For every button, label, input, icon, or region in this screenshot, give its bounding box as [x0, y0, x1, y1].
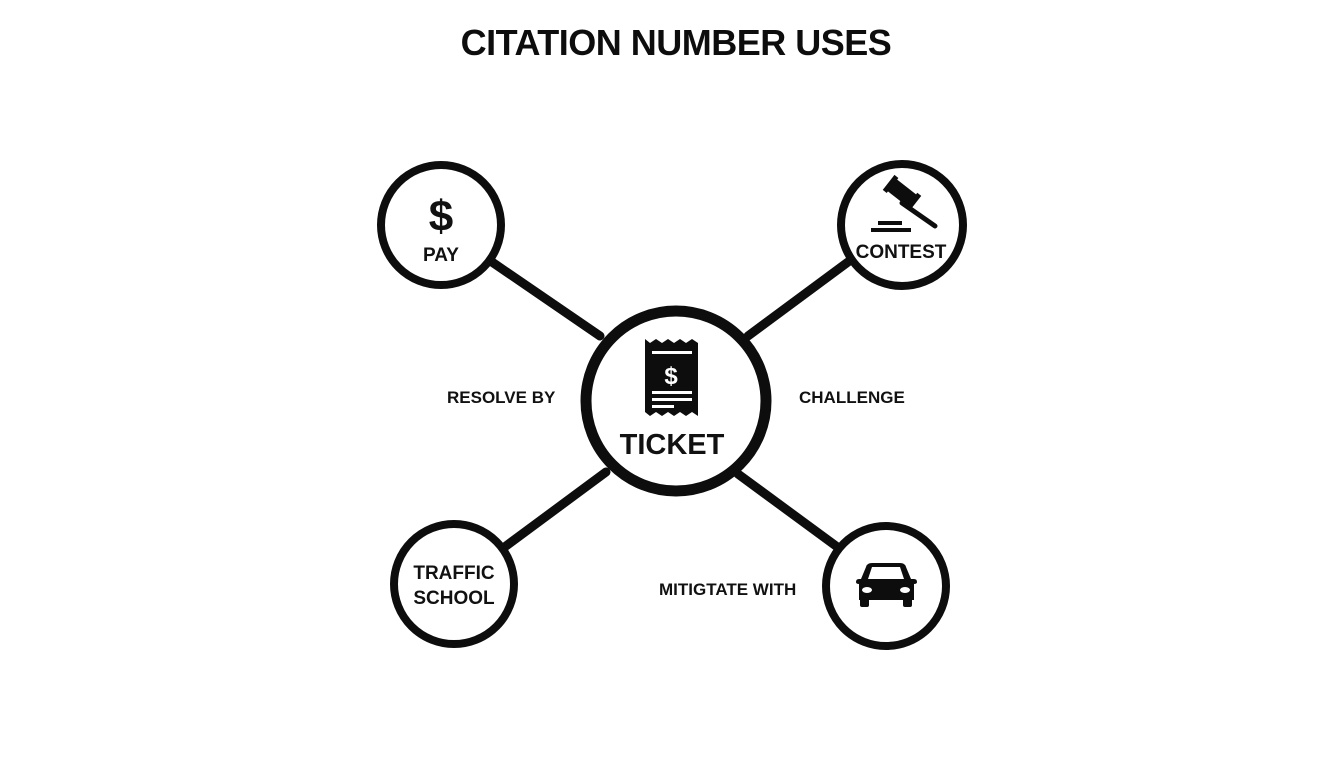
- connectors: [487, 257, 853, 551]
- center-node-ticket: $ TICKET: [580, 305, 772, 497]
- edge-label-mitigate-with: MITIGTATE WITH: [659, 580, 797, 599]
- connector-pay: [487, 257, 605, 341]
- svg-text:$: $: [664, 363, 678, 390]
- dollar-icon: $: [429, 192, 453, 241]
- node-vehicle[interactable]: [822, 522, 950, 650]
- gavel-icon: [871, 174, 938, 232]
- center-label: TICKET: [620, 429, 725, 461]
- receipt-dollar-icon: $: [645, 339, 698, 416]
- connector-traffic-school: [501, 467, 611, 551]
- diagram-title: CITATION NUMBER USES: [460, 22, 892, 63]
- traffic-school-label-line2: SCHOOL: [413, 588, 495, 609]
- connector-contest: [743, 257, 853, 341]
- node-traffic-school[interactable]: TRAFFIC SCHOOL: [390, 520, 518, 648]
- edge-label-challenge: CHALLENGE: [799, 388, 905, 407]
- connector-vehicle: [733, 469, 841, 551]
- contest-label: CONTEST: [856, 242, 947, 263]
- traffic-school-label-line1: TRAFFIC: [413, 563, 495, 584]
- edge-label-resolve-by: RESOLVE BY: [447, 388, 556, 407]
- node-contest[interactable]: CONTEST: [837, 160, 967, 290]
- node-pay[interactable]: $ PAY: [377, 161, 505, 289]
- pay-label: PAY: [423, 245, 459, 266]
- car-icon: [856, 563, 917, 607]
